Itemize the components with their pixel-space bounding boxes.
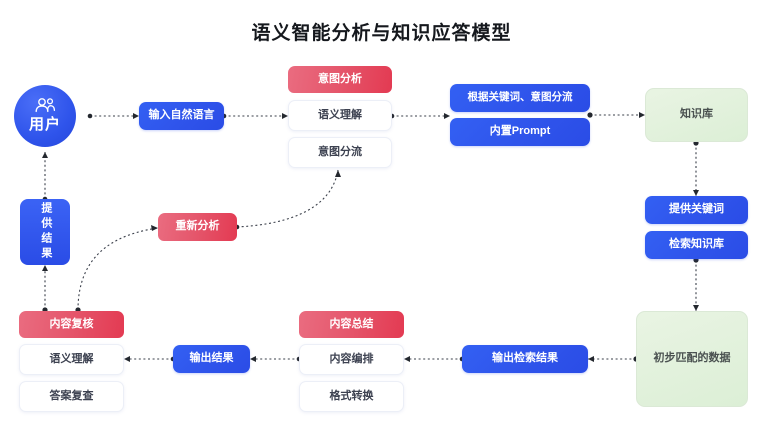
node-knowledge-base[interactable]: 知识库 bbox=[645, 88, 748, 142]
node-output-search-result[interactable]: 输出检索结果 bbox=[462, 345, 588, 373]
group-content-review-item-semantic[interactable]: 语义理解 bbox=[19, 344, 124, 375]
page-title-text: 语义智能分析与知识应答模型 bbox=[251, 23, 512, 44]
group-content-summary-header[interactable]: 内容总结 bbox=[299, 311, 404, 338]
node-preliminary-matched-data[interactable]: 初步匹配的数据 bbox=[636, 311, 748, 407]
users-icon bbox=[35, 98, 56, 113]
node-provide-result-label: 提供结果 bbox=[39, 202, 52, 262]
connector-review-to-reanalyze bbox=[77, 227, 159, 311]
node-reanalyze[interactable]: 重新分析 bbox=[158, 213, 237, 241]
group-intent-analysis-item-semantic[interactable]: 语义理解 bbox=[288, 100, 392, 131]
node-builtin-prompt[interactable]: 内置Prompt bbox=[450, 118, 590, 146]
group-content-review-item-answer[interactable]: 答案复查 bbox=[19, 381, 124, 412]
node-input-natural-language[interactable]: 输入自然语言 bbox=[139, 102, 224, 130]
actor-user[interactable]: 用户 bbox=[14, 85, 76, 147]
group-content-review-header[interactable]: 内容复核 bbox=[19, 311, 124, 338]
node-provide-result[interactable]: 提供结果 bbox=[20, 199, 70, 265]
node-provide-keywords[interactable]: 提供关键词 bbox=[645, 196, 748, 224]
actor-user-label: 用户 bbox=[28, 116, 61, 133]
group-intent-analysis-item-branch[interactable]: 意图分流 bbox=[288, 137, 392, 168]
connector-reanalyze-to-branch bbox=[236, 169, 339, 228]
page-title: 语义智能分析与知识应答模型 bbox=[0, 18, 763, 45]
node-search-knowledge-base[interactable]: 检索知识库 bbox=[645, 231, 748, 259]
group-content-summary-item-arrange[interactable]: 内容编排 bbox=[299, 344, 404, 375]
group-intent-analysis-header[interactable]: 意图分析 bbox=[288, 66, 392, 93]
group-content-summary-item-format[interactable]: 格式转换 bbox=[299, 381, 404, 412]
node-output-result[interactable]: 输出结果 bbox=[173, 345, 250, 373]
node-route-by-keyword-intent[interactable]: 根据关键词、意图分流 bbox=[450, 84, 590, 112]
